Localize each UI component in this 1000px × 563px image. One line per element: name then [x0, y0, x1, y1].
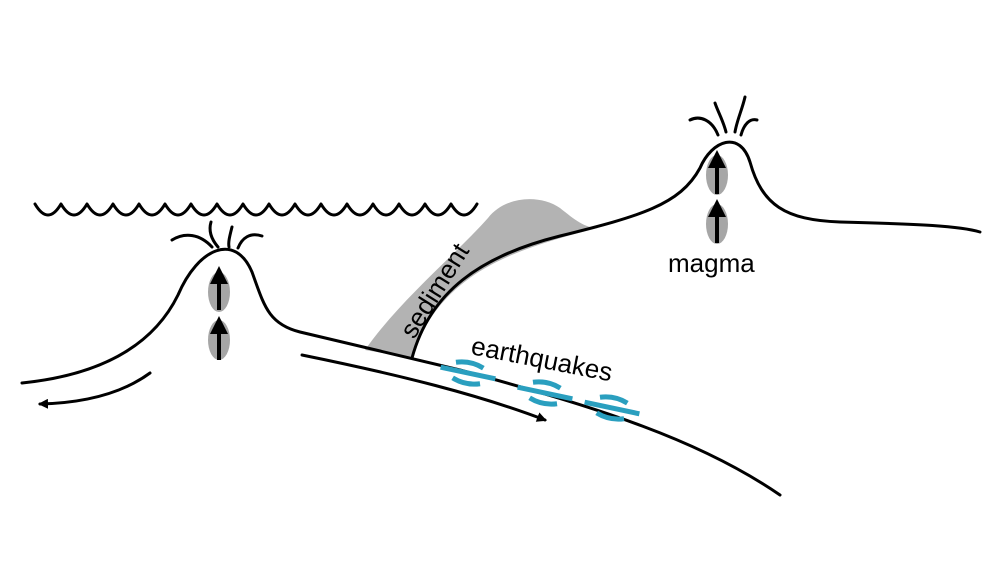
- sea-surface-waves: [33, 202, 479, 217]
- magma-blobs-right: [706, 150, 728, 244]
- right-volcano-eruption-icon: [688, 95, 759, 137]
- sediment-wedge: [365, 199, 598, 358]
- sediment-label: sediment: [394, 237, 476, 343]
- magma-label: magma: [668, 248, 755, 278]
- left-volcano-eruption-icon: [170, 220, 264, 250]
- subducting-plate: [20, 247, 782, 497]
- magma-blobs-left: [208, 266, 230, 360]
- spreading-arrow-left: [38, 371, 152, 409]
- subduction-arrow: [300, 353, 547, 422]
- earthquake-icons: [440, 359, 640, 422]
- overriding-plate: [410, 140, 982, 360]
